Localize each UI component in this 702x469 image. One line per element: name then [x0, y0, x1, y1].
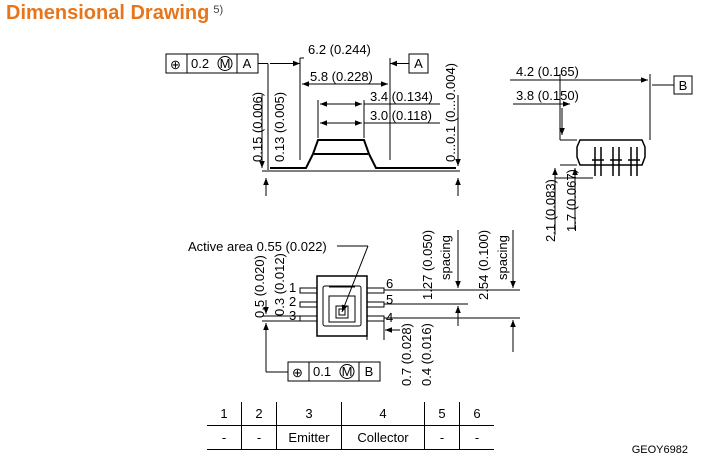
pin-function-cell: -: [241, 425, 277, 450]
dim-side-height-min: 1.7 (0.067): [564, 169, 579, 232]
pin-label-6: 6: [386, 276, 393, 291]
bottom-leads-right: [366, 287, 385, 322]
pin-label-2: 2: [289, 294, 296, 309]
fcf-top-datum: A: [243, 56, 252, 71]
dim-top-lead-max: 0.15 (0.006): [250, 92, 265, 162]
fcf-bottom-symbol: ⊕: [292, 365, 303, 380]
fcf-frame-top: [165, 53, 269, 170]
mmc-circle-bottom: [339, 364, 355, 379]
fcf-top-tolerance: 0.2: [191, 56, 209, 71]
bottom-leads-left: [299, 287, 318, 322]
dim-pitch: 1.27 (0.050): [420, 230, 435, 300]
pin-number-cell: 2: [241, 402, 277, 426]
dim-pitch-note: spacing: [438, 235, 453, 280]
figure-code: GEOY6982: [631, 444, 688, 456]
dim-top-body-min: 3.0 (0.118): [370, 108, 432, 123]
dim-top-width-max: 6.2 (0.244): [308, 42, 371, 57]
top-view: ⊕ 0.2 M A A 6.2 (0.244) 5.8 (0.228): [165, 42, 461, 196]
package-body-side: [576, 139, 646, 166]
side-leads: [592, 147, 640, 176]
datum-a-label: A: [414, 56, 423, 71]
package-profile-top: [270, 139, 456, 169]
pin-number-cell: 1: [207, 402, 242, 426]
pin-assignment-table: 1 2 3 4 5 6 - - Emitter Collector - -: [207, 402, 494, 450]
side-view: 4.2 (0.165) B 3.8 (0.150) 2.1 (0.: [510, 64, 693, 242]
dim-side-height-max: 2.1 (0.083): [543, 179, 558, 242]
pin-number-cell: 6: [459, 402, 494, 426]
active-area-label: Active area 0.55 (0.022): [188, 239, 327, 254]
fcf-bottom-modifier: M: [342, 364, 353, 379]
fcf-top-modifier: M: [220, 56, 231, 71]
fcf-top-symbol: ⊕: [170, 57, 181, 72]
dim-top-body-max: 3.4 (0.134): [370, 89, 433, 104]
dim-side-width-max: 4.2 (0.165): [516, 64, 579, 79]
dim-row: 2.54 (0.100): [476, 230, 491, 300]
datum-b-label-side: B: [679, 78, 688, 93]
bottom-view: Active area 0.55 (0.022): [188, 230, 520, 386]
fcf-bottom-datum: B: [365, 364, 374, 379]
pin-function-cell: Emitter: [276, 425, 342, 450]
dim-bottom-lead-min: 0.4 (0.016): [419, 323, 434, 386]
dim-bottom-a: 0.5 (0.020): [252, 255, 267, 318]
dim-side-width-min: 3.8 (0.150): [516, 88, 579, 103]
pin-function-cell: -: [424, 425, 460, 450]
pin-label-5: 5: [386, 292, 393, 307]
pin-function-cell: Collector: [341, 425, 425, 450]
dim-top-width-min: 5.8 (0.228): [310, 69, 373, 84]
dim-top-lead-min: 0.13 (0.005): [272, 92, 287, 162]
pin-function-cell: -: [459, 425, 494, 450]
dim-bottom-lead-max: 0.7 (0.028): [399, 323, 414, 386]
dim-bottom-b: 0.3 (0.012): [272, 253, 287, 316]
active-area-square: [335, 305, 349, 319]
pin-number-cell: 4: [341, 402, 425, 426]
fcf-frame-bottom: [266, 361, 381, 382]
dim-row-note: spacing: [495, 235, 510, 280]
dim-top-standoff: 0...0.1 (0...0.004): [443, 63, 458, 162]
heading-footnote: 5): [213, 3, 224, 16]
pin-number-cell: 3: [276, 402, 342, 426]
heading-title: Dimensional Drawing: [6, 2, 210, 24]
pin-number-row: 1 2 3 4 5 6: [207, 402, 494, 426]
mmc-circle-top: [217, 56, 233, 71]
pin-label-1: 1: [289, 280, 296, 295]
fcf-bottom-tolerance: 0.1: [313, 364, 331, 379]
pin-number-cell: 5: [424, 402, 460, 426]
pin-function-row: - - Emitter Collector - -: [207, 425, 494, 450]
pin-function-cell: -: [207, 425, 242, 450]
